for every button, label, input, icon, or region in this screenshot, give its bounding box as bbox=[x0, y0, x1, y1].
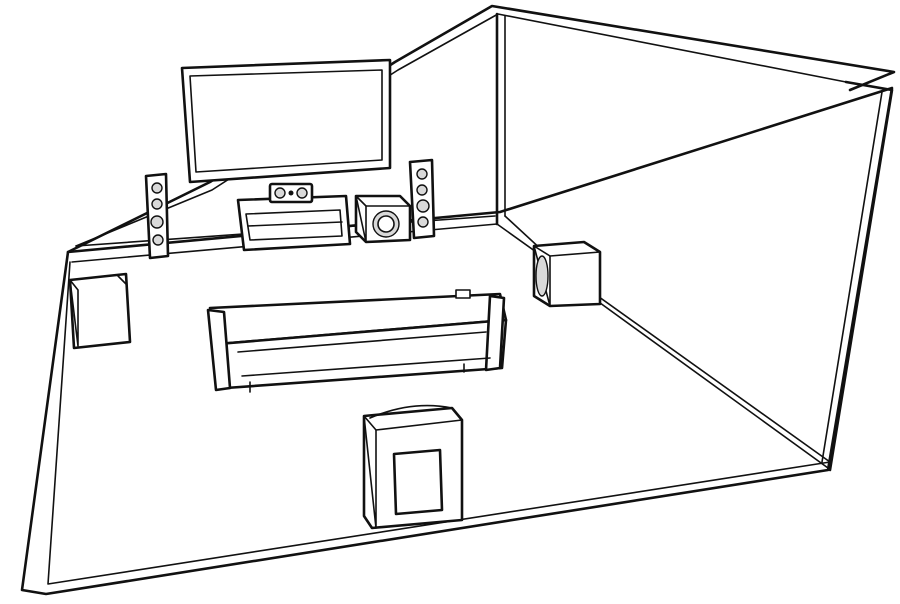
center-speaker bbox=[268, 182, 314, 204]
sofa bbox=[206, 289, 508, 393]
side-right-subwoofer bbox=[532, 240, 602, 308]
right-wall-edge bbox=[828, 80, 894, 472]
tv-stand bbox=[236, 194, 352, 252]
back-wall-left-edge bbox=[66, 4, 896, 254]
front-right-tower-speaker bbox=[408, 158, 436, 240]
floor-rim bbox=[47, 223, 831, 585]
right-wall-edge-inner bbox=[821, 91, 883, 463]
side-left-surround-speaker bbox=[68, 272, 132, 350]
floor-outline bbox=[20, 86, 894, 596]
front-left-tower-speaker bbox=[144, 172, 170, 260]
front-subwoofer bbox=[354, 194, 412, 244]
tv-screen bbox=[180, 58, 392, 184]
rear-subwoofer bbox=[362, 404, 464, 530]
